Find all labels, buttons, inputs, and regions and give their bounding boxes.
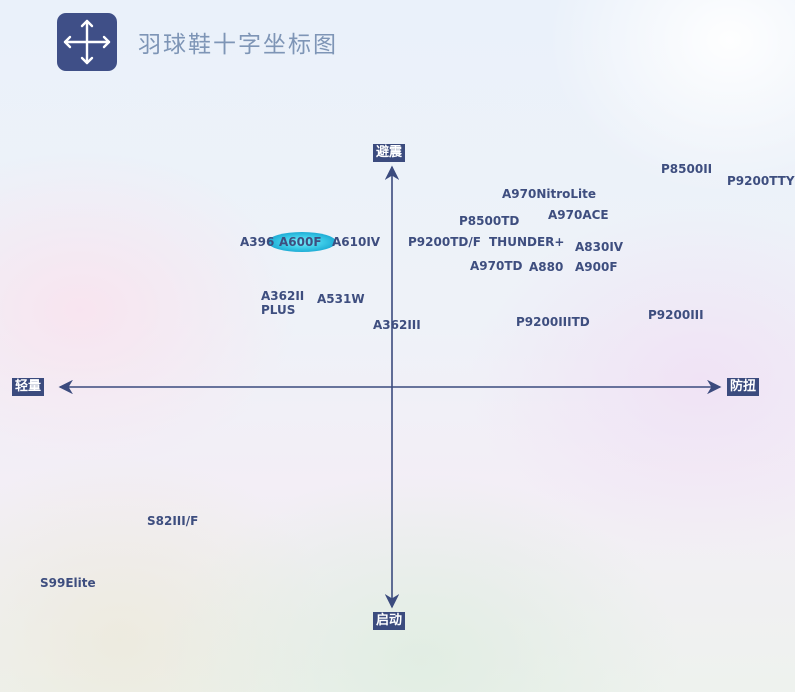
axis-label-cushioning: 避震 bbox=[373, 144, 406, 162]
product-label-a362ii: A362II bbox=[261, 289, 305, 303]
product-label-a600f: A600F bbox=[279, 235, 322, 249]
product-label-a610iv: A610IV bbox=[332, 235, 381, 249]
product-label-thunder: THUNDER+ bbox=[489, 235, 565, 249]
product-label-p9200tdf: P9200TD/F bbox=[408, 235, 481, 249]
product-label-a362iii: A362III bbox=[373, 318, 421, 332]
product-label-a880: A880 bbox=[529, 260, 564, 274]
highlight-marker bbox=[268, 232, 336, 252]
product-label-a900f: A900F bbox=[575, 260, 618, 274]
product-label-p9200iiitd: P9200IIITD bbox=[516, 315, 590, 329]
product-label-s82iiif: S82III/F bbox=[147, 514, 199, 528]
product-label-a970td: A970TD bbox=[470, 259, 523, 273]
product-label-a970ace: A970ACE bbox=[548, 208, 609, 222]
move-arrows-icon bbox=[57, 13, 117, 71]
axis-label-anti-twist: 防扭 bbox=[727, 378, 760, 396]
product-label-p9200iii: P9200III bbox=[648, 308, 704, 322]
page-title: 羽球鞋十字坐标图 bbox=[138, 32, 338, 58]
axis-label-lightweight: 轻量 bbox=[12, 378, 45, 396]
product-label-s99elite: S99Elite bbox=[40, 576, 96, 590]
product-label-a970nitrolite: A970NitroLite bbox=[502, 187, 597, 201]
product-label-a396: A396 bbox=[240, 235, 275, 249]
product-label-plus: PLUS bbox=[261, 303, 296, 317]
product-label-a830iv: A830IV bbox=[575, 240, 624, 254]
product-label-p8500td: P8500TD bbox=[459, 214, 520, 228]
product-label-p8500ii: P8500II bbox=[661, 162, 713, 176]
axis-label-start: 启动 bbox=[373, 612, 406, 630]
product-label-a531w: A531W bbox=[317, 292, 365, 306]
product-label-p9200tty: P9200TTY bbox=[727, 174, 795, 188]
